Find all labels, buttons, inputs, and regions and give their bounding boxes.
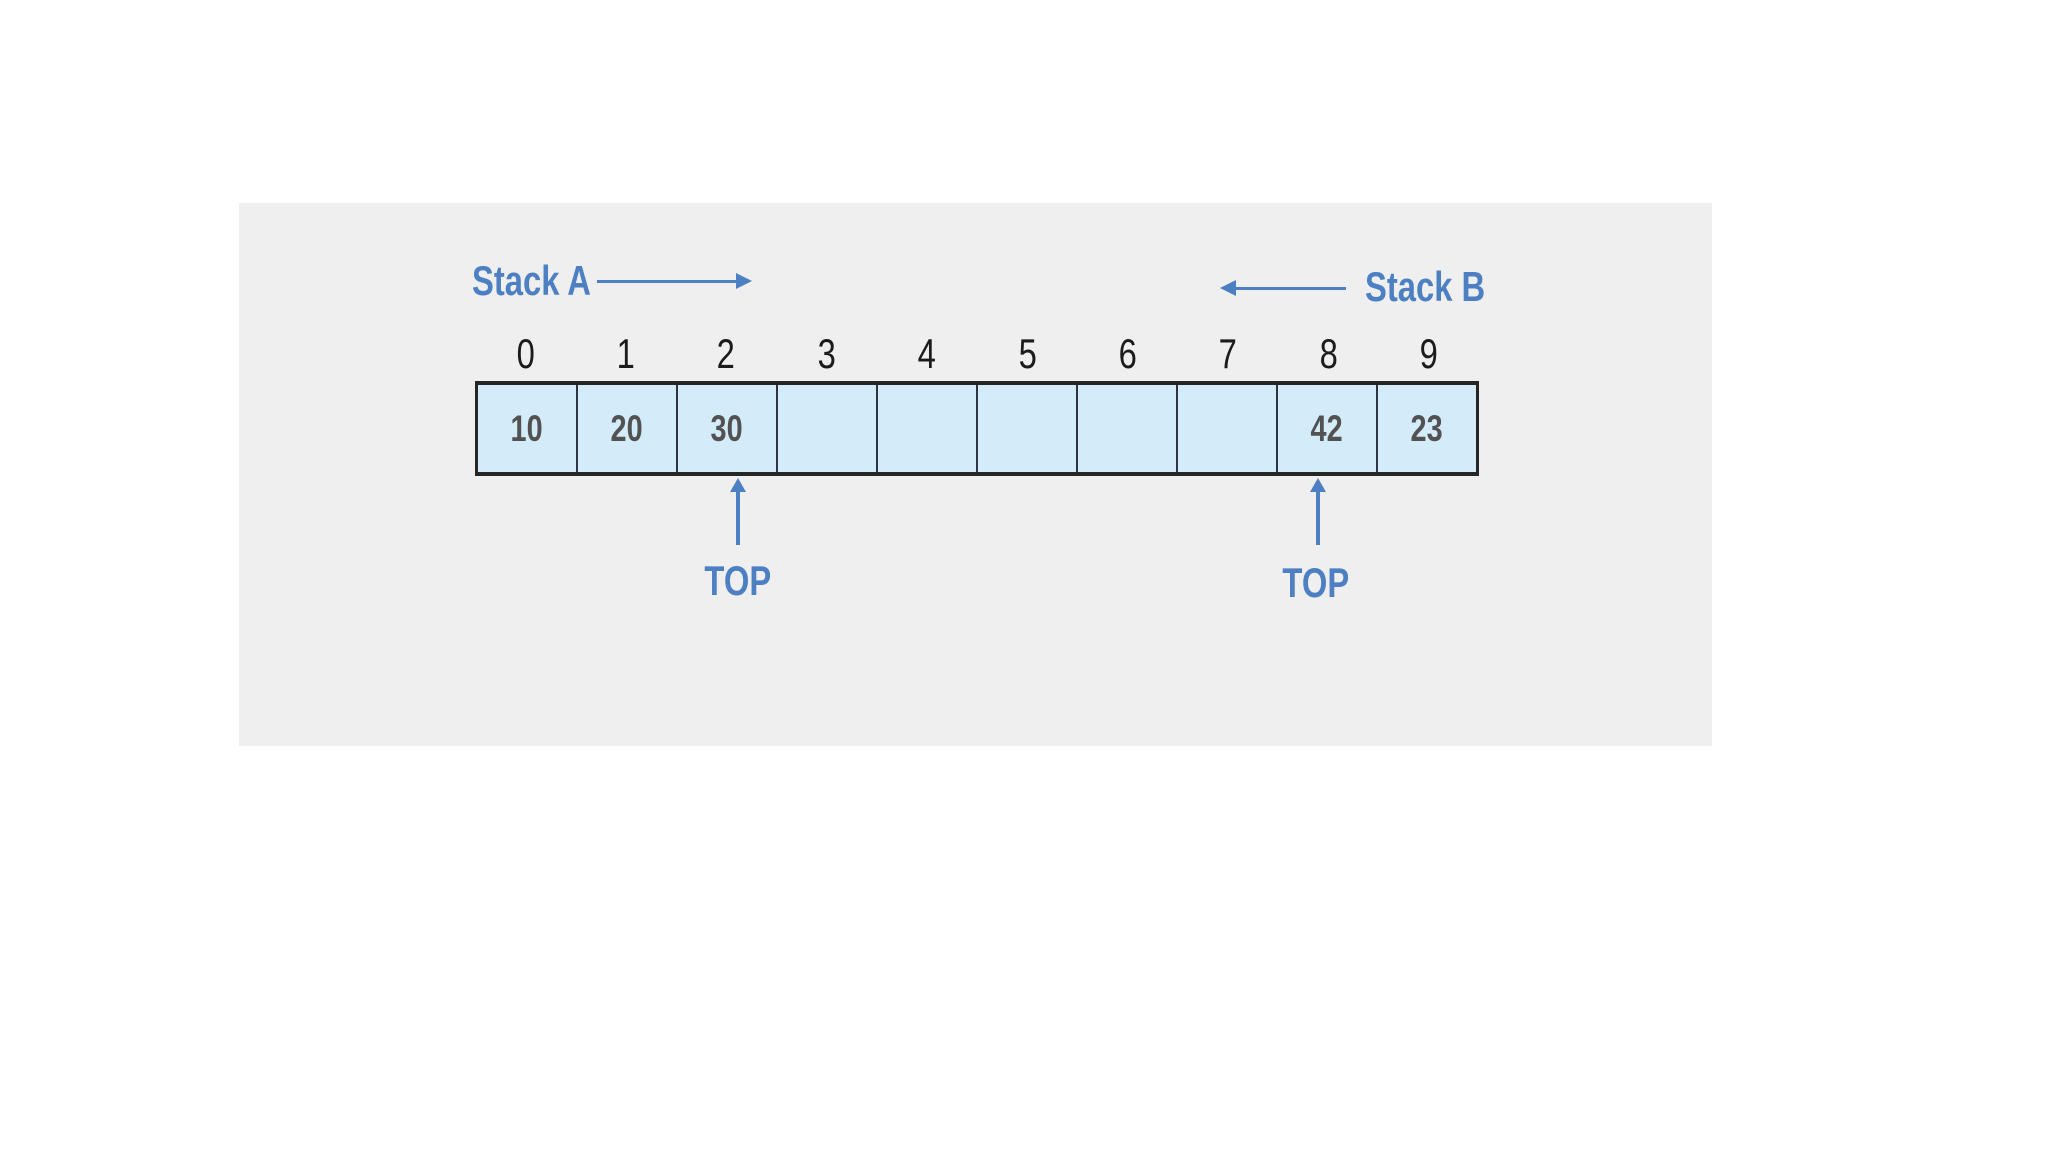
diagram-panel: Stack A Stack B 0 1 2 3 4 5 6 7 8 9 10 2… — [239, 203, 1712, 746]
index-row: 0 1 2 3 4 5 6 7 8 9 — [475, 333, 1479, 375]
top-a-label-text: TOP — [704, 557, 772, 604]
array-cell-0: 10 — [478, 385, 578, 472]
top-b-up-arrow-icon — [1310, 478, 1326, 545]
array-cell-3 — [778, 385, 878, 472]
stack-b-label: Stack B — [1365, 265, 1519, 309]
array-cell-2: 30 — [678, 385, 778, 472]
index-label-4: 4 — [917, 330, 936, 377]
top-a-up-arrow-icon — [730, 478, 746, 545]
array: 10 20 30 42 23 — [475, 381, 1479, 476]
top-b-label-text: TOP — [1282, 559, 1350, 606]
top-a-label: TOP — [668, 559, 808, 603]
index-label-7: 7 — [1218, 330, 1238, 377]
index-label-9: 9 — [1419, 330, 1438, 377]
array-cell-5 — [978, 385, 1078, 472]
array-cell-4 — [878, 385, 978, 472]
index-label-3: 3 — [817, 330, 836, 377]
index-label-8: 8 — [1319, 330, 1338, 377]
index-label-1: 1 — [616, 330, 635, 377]
index-label-6: 6 — [1118, 330, 1137, 377]
index-label-2: 2 — [716, 330, 736, 377]
top-b-label: TOP — [1246, 561, 1386, 605]
stack-a-right-arrow-icon — [597, 273, 752, 289]
array-cell-7 — [1178, 385, 1278, 472]
stack-a-label-text: Stack A — [472, 257, 591, 304]
stack-b-label-text: Stack B — [1365, 263, 1486, 310]
index-label-0: 0 — [516, 330, 535, 377]
index-label-5: 5 — [1018, 330, 1037, 377]
array-cell-1: 20 — [578, 385, 678, 472]
array-cell-8: 42 — [1278, 385, 1378, 472]
stack-a-label: Stack A — [472, 259, 625, 303]
array-cell-9: 23 — [1378, 385, 1476, 472]
stack-b-left-arrow-icon — [1220, 280, 1346, 296]
array-cell-6 — [1078, 385, 1178, 472]
